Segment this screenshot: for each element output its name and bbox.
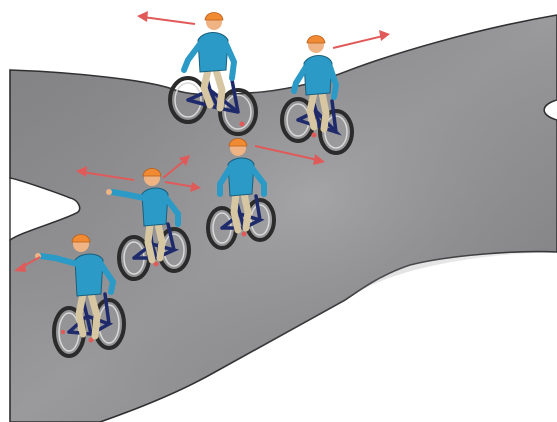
rider-legs — [200, 66, 226, 112]
rider-torso — [74, 253, 104, 297]
rider-legs — [306, 89, 330, 133]
rider-arm — [98, 261, 117, 295]
helmet — [306, 35, 326, 44]
rider-arm-signal — [109, 189, 147, 201]
direction-arrow-icon — [76, 155, 201, 192]
rider-torso — [303, 55, 333, 96]
rider-arm — [163, 195, 181, 227]
rider-legs — [144, 220, 166, 264]
direction-arrow-icon — [254, 145, 325, 165]
cyclist-icon — [168, 12, 258, 136]
helmet — [142, 168, 162, 177]
helmet — [204, 12, 224, 21]
bicycle — [117, 222, 191, 281]
direction-arrow-icon — [137, 11, 196, 25]
helmet — [228, 138, 248, 147]
rider-arm-signal — [38, 253, 80, 267]
cyclist-icon — [206, 138, 276, 250]
rider-arm — [291, 64, 340, 100]
cyclist-icon — [280, 35, 354, 155]
cyclist-icon — [35, 234, 126, 358]
helmet — [71, 234, 91, 243]
road-island — [543, 99, 557, 121]
road-bay — [9, 177, 81, 242]
rider-arm — [217, 165, 267, 197]
rider-arm — [181, 41, 238, 81]
rider-legs — [230, 190, 252, 234]
direction-arrow-icon — [14, 256, 41, 272]
rider-legs — [75, 290, 101, 340]
rider-torso — [197, 32, 229, 73]
bicycle — [168, 73, 258, 136]
rider-torso — [227, 157, 255, 197]
direction-arrow-icon — [332, 30, 390, 49]
cyclist-icon — [106, 168, 191, 281]
road-highlight — [10, 15, 557, 422]
rider-torso — [141, 187, 169, 227]
road-junction-icon — [9, 14, 557, 422]
